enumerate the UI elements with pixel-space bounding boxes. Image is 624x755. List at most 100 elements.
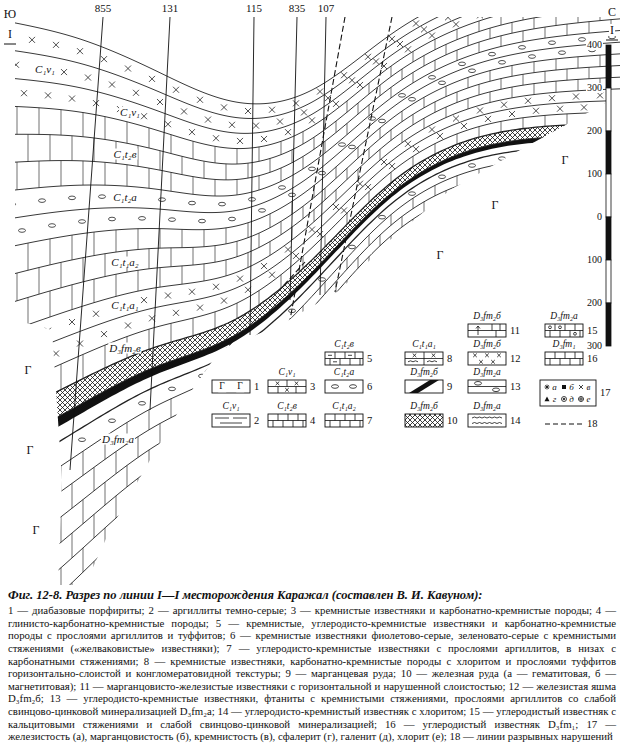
limestone-tick [237, 365, 238, 380]
legend-code: D₃fm₂б [472, 340, 502, 350]
siliceous-cross [461, 0, 467, 3]
limestone-tick [589, 113, 590, 124]
limestone-tick [523, 248, 524, 259]
siliceous-cross [45, 328, 51, 334]
nodule-oval [439, 175, 446, 179]
limestone-tick [501, 121, 502, 132]
nodule-oval [459, 62, 466, 66]
limestone-tick [523, 74, 524, 85]
limestone-tick [39, 108, 40, 135]
limestone-tick [226, 484, 227, 500]
swatch-line [579, 385, 583, 389]
siliceous-cross [429, 33, 435, 39]
swatch-wave [427, 361, 437, 362]
limestone-tick [523, 226, 524, 237]
legend-sample [405, 414, 443, 427]
swatch-circle [574, 332, 577, 335]
legend-number: 3 [309, 381, 316, 392]
siliceous-cross [493, 0, 499, 3]
limestone-tick [237, 303, 238, 318]
limestone-tick [501, 250, 502, 261]
limestone-tick [545, 182, 546, 193]
siliceous-cross [325, 95, 331, 101]
legend-code: C₁t₂в [333, 340, 355, 350]
limestone-tick [226, 164, 227, 180]
limestone-tick [457, 239, 458, 249]
limestone-tick [578, 193, 579, 204]
swatch-line [570, 331, 571, 338]
limestone-tick [567, 204, 568, 215]
siliceous-cross [285, 129, 291, 135]
limestone-tick [138, 270, 139, 291]
limestone-tick [248, 163, 249, 178]
limestone-tick [468, 35, 469, 46]
nodule-oval [79, 438, 86, 442]
limestone-tick [215, 312, 216, 329]
siliceous-cross [357, 181, 363, 187]
swatch-line [560, 331, 561, 338]
legend-swatch [545, 352, 583, 365]
swatch-line [550, 331, 551, 338]
stratum-index: C₁v₁ [119, 106, 141, 117]
limestone-tick [237, 427, 238, 442]
limestone-tick [182, 485, 183, 503]
legend-code: C₁t₂в [276, 402, 298, 412]
swatch-line [350, 359, 351, 366]
swatch-line [479, 360, 483, 364]
limestone-tick [204, 401, 205, 418]
nodule-oval [49, 224, 56, 228]
legend-number: 13 [509, 381, 522, 392]
siliceous-cross [597, 92, 603, 98]
bed-boundary [0, 204, 624, 621]
siliceous-cross [149, 315, 155, 321]
siliceous-cross [229, 122, 235, 128]
limestone-tick [567, 24, 568, 35]
limestone-tick [523, 183, 524, 194]
siliceous-cross [213, 284, 219, 290]
fault-sample [545, 423, 583, 424]
limestone-tick [545, 204, 546, 215]
scale-value: 100 [586, 255, 603, 265]
siliceous-cross [309, 117, 315, 123]
limestone-tick [589, 227, 590, 238]
limestone-tick [523, 161, 524, 172]
swatch-line [545, 385, 549, 389]
siliceous-cross [341, 72, 347, 78]
limestone-tick [259, 434, 260, 448]
borehole-number: 107 [317, 3, 336, 14]
legend-swatch [268, 380, 306, 393]
limestone-tick [435, 39, 436, 49]
limestone-tick [380, 256, 381, 267]
limestone-tick [149, 329, 150, 349]
nodule-oval [519, 46, 526, 50]
siliceous-cross [397, 41, 403, 47]
nodule-oval [559, 51, 566, 55]
limestone-tick [369, 83, 370, 94]
limestone-tick [424, 223, 425, 233]
siliceous-cross [509, 111, 515, 117]
limestone-tick [204, 469, 205, 486]
limestone-tick [358, 301, 359, 312]
siliceous-cross [197, 97, 203, 103]
limestone-tick [116, 274, 117, 296]
limestone-tick [336, 327, 337, 338]
limestone-tick [171, 135, 172, 154]
scale-value: 0 [596, 212, 603, 222]
limestone-tick [501, 228, 502, 239]
limestone-tick [369, 300, 370, 311]
siliceous-cross [29, 37, 35, 43]
limestone-tick [402, 259, 403, 270]
limestone-tick [468, 246, 469, 257]
limestone-tick [457, 92, 458, 102]
limestone-tick [545, 27, 546, 38]
swatch-line [570, 359, 571, 366]
limestone-tick [138, 520, 139, 541]
section-end-mark: С [607, 6, 617, 18]
swatch-line [340, 359, 341, 366]
siliceous-cross [317, 89, 323, 95]
siliceous-cross [437, 133, 443, 139]
nodule-oval [159, 198, 166, 202]
limestone-tick [127, 465, 128, 486]
limestone-tick [303, 256, 304, 268]
rock-symbol: Г [218, 382, 226, 392]
